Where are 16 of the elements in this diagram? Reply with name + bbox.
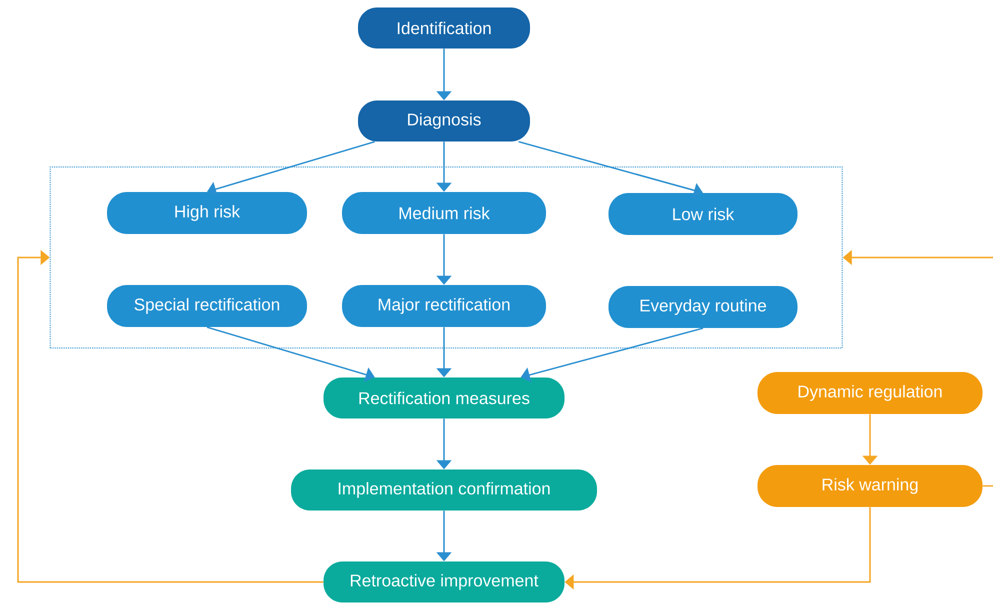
- dotted-frame: [50, 166, 843, 349]
- rounded-box: Everyday routine: [608, 286, 798, 328]
- rounded-box: Special rectification: [107, 285, 307, 327]
- rounded-box: Retroactive improvement: [324, 562, 564, 602]
- rounded-box: Rectification measures: [324, 378, 564, 418]
- rounded-box: Medium risk: [342, 192, 546, 234]
- rounded-box: Diagnosis: [358, 100, 530, 142]
- rounded-box: Major rectification: [342, 285, 546, 327]
- rounded-box: Risk warning: [758, 465, 982, 507]
- rounded-box: Implementation confirmation: [291, 470, 597, 510]
- arrow: [17, 250, 324, 583]
- rounded-box: Low risk: [608, 193, 798, 235]
- rounded-box: Identification: [358, 8, 530, 48]
- rounded-box: High risk: [107, 192, 307, 234]
- arrow: [207, 140, 375, 197]
- rounded-box: Dynamic regulation: [758, 372, 982, 414]
